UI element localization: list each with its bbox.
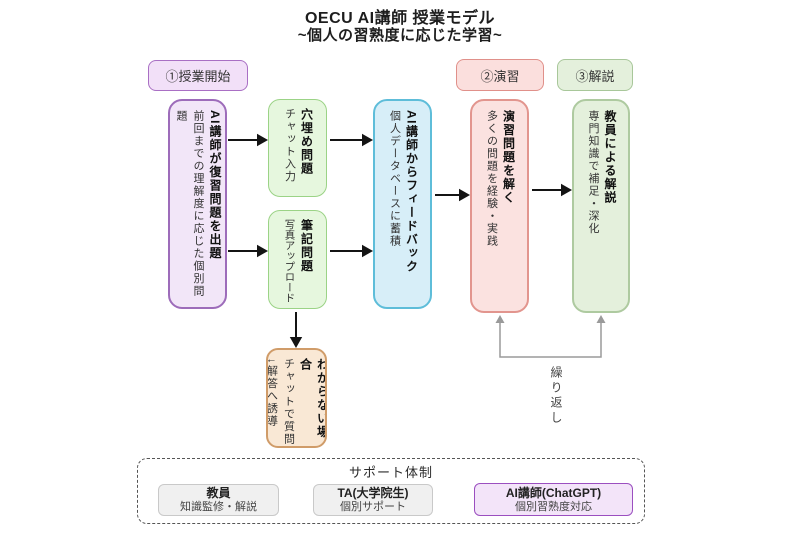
flow-box-review-detail: 前回までの理解度に応じた個別問題: [175, 110, 204, 298]
arrowhead-written-to-feedback: [362, 244, 374, 258]
support-member-teacher: 教員 知識監修・解説: [158, 484, 279, 516]
support-member-ai-role: 個別習熟度対応: [515, 500, 592, 513]
arrowhead-review-to-fill-blank: [257, 133, 269, 147]
support-section: サポート体制 教員 知識監修・解説 TA(大学院生) 個別サポート AI講師(C…: [137, 458, 645, 524]
stage-label-exercise: ②演習: [456, 59, 544, 91]
diagram-title: OECU AI講師 授業モデル: [304, 10, 496, 27]
arrowhead-exercise-to-explanation: [561, 183, 573, 197]
flow-box-fill-blank-detail: チャット入力: [283, 108, 296, 183]
stage-label-class-start: ①授業開始: [148, 60, 248, 91]
arrowhead-feedback-to-exercise: [459, 188, 471, 202]
flow-box-explanation-heading: 教員による解説: [603, 110, 617, 205]
flow-box-feedback-detail: 個人データベースに蓄積: [388, 110, 401, 248]
flow-box-written-text: 筆記問題 写真アップロード: [281, 219, 315, 308]
support-member-ta-name: TA(大学院生): [337, 486, 409, 500]
flow-box-question: わからない場合 チャットで質問 ↓解答へ誘導: [266, 348, 327, 448]
flow-box-exercise-text: 演習問題を解く 多くの問題を経験・実践: [483, 110, 517, 311]
support-member-teacher-name: 教員: [206, 486, 231, 500]
loop-label: 繰り返し: [549, 366, 563, 426]
loop-arrowhead-exercise: [495, 315, 505, 323]
support-title: サポート体制: [348, 465, 433, 480]
flow-box-explanation-text: 教員による解説 専門知識で補足・深化: [584, 110, 618, 311]
arrowhead-written-to-question: [289, 337, 303, 349]
loop-connector: [499, 322, 602, 358]
flow-box-review-heading: AI講師が復習問題を出題: [208, 110, 222, 260]
support-member-ai: AI講師(ChatGPT) 個別習熟度対応: [474, 483, 633, 516]
arrowhead-fill-blank-to-feedback: [362, 133, 374, 147]
stage-label-exercise-text: ②演習: [480, 68, 520, 84]
support-member-ta-role: 個別サポート: [340, 501, 406, 513]
flow-box-written: 筆記問題 写真アップロード: [268, 210, 327, 309]
flow-box-review-text: AI講師が復習問題を出題 前回までの理解度に応じた個別問題: [172, 110, 223, 307]
stage-label-explanation-text: ③解説: [575, 68, 615, 84]
stage-label-class-start-text: ①授業開始: [165, 69, 231, 84]
flow-box-question-detail2: ↓解答へ誘導: [266, 358, 278, 428]
flow-box-feedback: AI講師からフィードバック 個人データベースに蓄積: [373, 99, 432, 309]
flow-box-feedback-text: AI講師からフィードバック 個人データベースに蓄積: [386, 110, 420, 307]
support-member-ai-name: AI講師(ChatGPT): [505, 485, 602, 500]
flow-box-feedback-heading: AI講師からフィードバック: [404, 110, 419, 274]
flow-box-fill-blank-text: 穴埋め問題 チャット入力: [281, 108, 315, 196]
flow-box-exercise: 演習問題を解く 多くの問題を経験・実践: [470, 99, 529, 313]
flow-box-written-detail: 写真アップロード: [283, 219, 296, 303]
flow-box-question-detail: チャットで質問: [282, 358, 295, 446]
flow-box-review: AI講師が復習問題を出題 前回までの理解度に応じた個別問題: [168, 99, 227, 309]
flow-box-explanation: 教員による解説 専門知識で補足・深化: [572, 99, 630, 313]
flow-box-exercise-detail: 多くの問題を経験・実践: [485, 110, 498, 248]
flow-box-question-text: わからない場合 チャットで質問 ↓解答へ誘導: [266, 358, 327, 446]
flow-box-written-heading: 筆記問題: [299, 219, 314, 273]
flow-box-fill-blank: 穴埋め問題 チャット入力: [268, 99, 327, 197]
support-member-teacher-role: 知識監修・解説: [180, 501, 257, 513]
flow-box-question-heading: わからない場合: [298, 358, 327, 439]
flow-box-fill-blank-heading: 穴埋め問題: [299, 108, 314, 176]
flow-box-explanation-detail: 専門知識で補足・深化: [587, 110, 599, 235]
stage-label-explanation: ③解説: [557, 59, 633, 91]
diagram-subtitle: ~個人の習熟度に応じた学習~: [297, 27, 503, 44]
flow-box-exercise-heading: 演習問題を解く: [501, 110, 516, 205]
arrowhead-review-to-written: [257, 244, 269, 258]
support-member-ta: TA(大学院生) 個別サポート: [313, 484, 433, 516]
loop-arrowhead-explanation: [596, 315, 606, 323]
